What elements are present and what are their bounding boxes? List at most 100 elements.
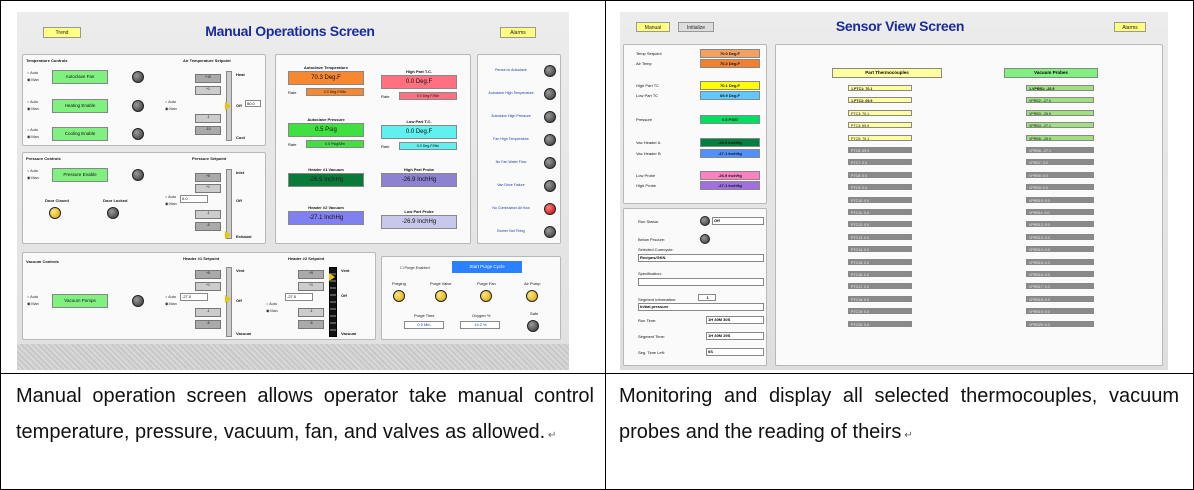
left-caption-text: Manual operation screen allows operator …	[16, 385, 594, 443]
h2-auto-radio[interactable]: ○ Auto	[266, 302, 277, 306]
vacuum-probe-row: VPRB2: -27.0	[1026, 97, 1094, 104]
pressure-auto-radio[interactable]: ○ Auto	[27, 169, 38, 173]
purge-valve-indicator	[435, 290, 447, 302]
h1-man-radio[interactable]: ◉ Man	[165, 302, 177, 306]
air-off-label: Off	[236, 103, 242, 108]
summary-label: Low Part TC	[636, 93, 659, 98]
h1-step-plus-5[interactable]: +5	[195, 270, 221, 279]
h2-slider-track[interactable]	[329, 267, 337, 337]
air-setpoint-input[interactable]: 50.0	[245, 100, 261, 107]
alarm-label: Fan High Temperature	[493, 137, 529, 141]
air-step-minus-10[interactable]: -10	[195, 126, 221, 135]
purging-indicator	[393, 290, 405, 302]
autoclave-fan-button[interactable]: Autoclave Fan	[52, 70, 108, 84]
pressure-enable-button[interactable]: Pressure Enable	[52, 168, 108, 182]
alarm-label: Autoclave High Temperature	[488, 91, 534, 95]
vacuum-probe-row: VPRB9: 0.0	[1026, 184, 1094, 191]
summary-label: High Probe	[636, 183, 657, 188]
alarm-label: Person in Autoclave	[495, 68, 527, 72]
door-locked-indicator	[107, 207, 119, 219]
purge-fan-indicator	[480, 290, 492, 302]
h2-step-plus-5[interactable]: +5	[298, 270, 324, 279]
pressure-man-radio[interactable]: ◉ Man	[27, 176, 39, 180]
safe-indicator	[527, 320, 539, 332]
header1-setpoint-label: Header #1 Setpoint	[183, 256, 220, 261]
purge-time-value: 0.0 Min.	[404, 321, 444, 329]
psp-man-radio[interactable]: ◉ Man	[165, 202, 177, 206]
right-caption: Monitoring and display all selected ther…	[619, 378, 1179, 454]
h2-step-minus-5[interactable]: -5	[298, 320, 324, 329]
h2-man-radio[interactable]: ◉ Man	[266, 309, 278, 313]
low-tc-value: 0.0 Deg.F	[381, 125, 457, 139]
cool-auto-radio[interactable]: ○ Auto	[27, 128, 38, 132]
return-symbol: ↵	[545, 430, 557, 441]
psp-auto-radio[interactable]: ○ Auto	[165, 195, 176, 199]
vacuum-man-radio[interactable]: ◉ Man	[27, 302, 39, 306]
high-probe-label: High Part Probe	[403, 167, 435, 172]
start-purge-button[interactable]: Start Purge Cycle	[452, 261, 522, 273]
h1-step-minus-1[interactable]: -1	[195, 308, 221, 317]
low-tc-rate-value: 0.0 Deg.F/Min	[399, 142, 457, 150]
pressure-exhaust-label: Exhaust	[236, 234, 252, 239]
high-probe-value: -26.9 InchHg	[381, 173, 457, 187]
run-time-label: Run Time:	[638, 318, 657, 323]
heat-man-radio[interactable]: ◉ Man	[27, 107, 39, 111]
vacuum-pumps-button[interactable]: Vacuum Pumps	[52, 294, 108, 308]
h1-step-plus-1[interactable]: +1	[195, 282, 221, 291]
pressure-setpoint-input[interactable]: 0.0	[180, 195, 208, 203]
manual-button[interactable]: Manual	[636, 22, 670, 32]
air-step-plus-10[interactable]: +10	[195, 74, 221, 83]
header1-setpoint-input[interactable]: -27.0	[180, 293, 208, 301]
alarm-indicator	[544, 226, 556, 238]
h1-step-minus-5[interactable]: -5	[195, 320, 221, 329]
heating-enable-button[interactable]: Heating Enable	[52, 99, 108, 113]
air-step-minus-1[interactable]: -1	[195, 114, 221, 123]
h1-vent-label: Vent	[236, 268, 245, 273]
cooling-enable-button[interactable]: Cooling Enable	[52, 127, 108, 141]
safe-label: Safe	[530, 311, 539, 316]
h2-step-minus-1[interactable]: -1	[298, 308, 324, 317]
row-divider	[0, 373, 1194, 374]
vacuum-probe-row: VPRB8: 0.0	[1026, 171, 1094, 178]
pressure-off-label: Off	[236, 198, 242, 203]
fan-man-radio[interactable]: ◉ Man	[27, 78, 39, 82]
summary-label: Low Probe	[636, 173, 656, 178]
vacuum-probe-row: VPRB20: 0.0	[1026, 320, 1094, 327]
heat-auto-radio[interactable]: ○ Auto	[27, 100, 38, 104]
alarm-indicator	[544, 111, 556, 123]
trend-button[interactable]: Trend	[43, 27, 81, 38]
below-procure-indicator	[700, 234, 710, 244]
cool-man-radio[interactable]: ◉ Man	[27, 135, 39, 139]
purge-enabled-checkbox[interactable]: ☐ Purge Enabled	[400, 266, 430, 270]
pressure-slider-track[interactable]	[226, 169, 232, 239]
h2-step-plus-1[interactable]: +1	[298, 282, 324, 291]
air-step-plus-1[interactable]: +1	[195, 86, 221, 95]
alarm-indicator	[544, 157, 556, 169]
h1-auto-radio[interactable]: ○ Auto	[165, 295, 176, 299]
oxygen-label: Oxygen %	[472, 313, 491, 318]
vacuum-auto-radio[interactable]: ○ Auto	[27, 295, 38, 299]
alarms-button[interactable]: Alarms	[1114, 22, 1146, 32]
thermocouple-row: PTC3: 70.1	[848, 109, 912, 116]
psp-step-minus-5[interactable]: -5	[195, 222, 221, 231]
summary-value: 70.1 Deg.F	[700, 81, 760, 90]
low-probe-value: -26.9 InchHg	[381, 215, 457, 229]
summary-value: -27.1 InchHg	[700, 149, 760, 158]
initialize-button[interactable]: Initialize	[678, 22, 714, 32]
alarms-button[interactable]: Alarms	[500, 27, 536, 38]
air-man-radio[interactable]: ◉ Man	[165, 107, 177, 111]
psp-step-plus-1[interactable]: +1	[195, 184, 221, 193]
psp-step-plus-5[interactable]: +5	[195, 173, 221, 182]
vacuum-probe-row: VPRB12: 0.0	[1026, 221, 1094, 228]
thermocouple-row: PTC19: 0.0	[848, 308, 912, 315]
door-closed-label: Door Closed	[45, 198, 69, 203]
pressure-rate-label: Rate	[288, 142, 297, 147]
alarm-indicator	[544, 88, 556, 100]
air-auto-radio[interactable]: ○ Auto	[165, 100, 176, 104]
summary-value: 70.2 Deg.F	[700, 59, 760, 68]
fan-auto-radio[interactable]: ○ Auto	[27, 71, 38, 75]
thermocouple-row: 1.PTC2: 69.9	[848, 97, 912, 104]
high-tc-label: High Part T.C.	[405, 69, 432, 74]
header2-setpoint-input[interactable]: -27.0	[285, 293, 313, 301]
psp-step-minus-1[interactable]: -1	[195, 210, 221, 219]
